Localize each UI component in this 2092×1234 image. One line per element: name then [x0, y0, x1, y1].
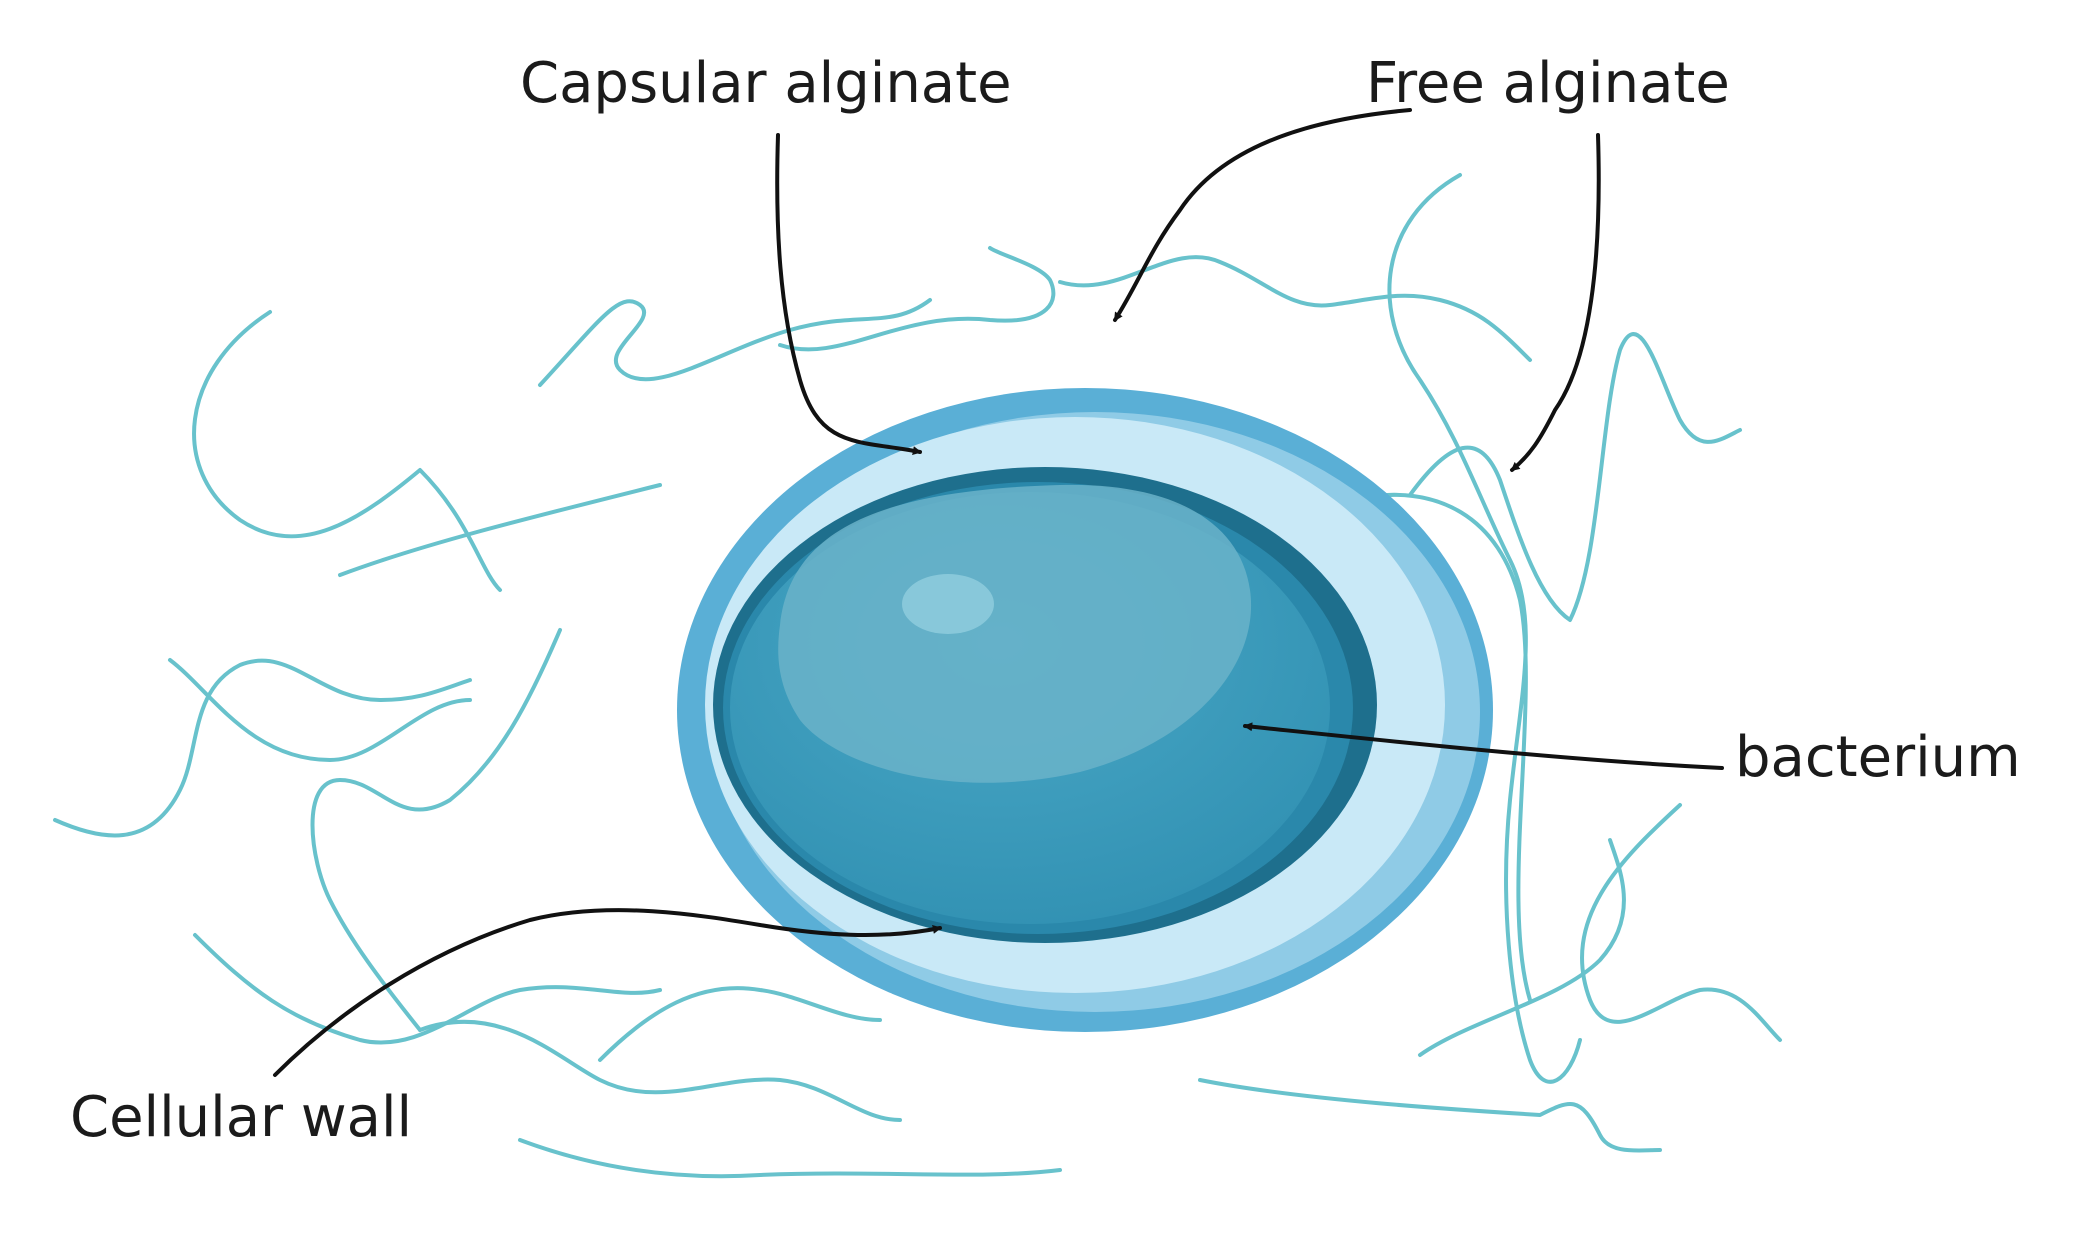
free-alginate-fibers	[53, 173, 1782, 1179]
bacterium-highlight	[778, 484, 1252, 783]
cellular-wall-label: Cellular wall	[70, 1085, 413, 1150]
alginate-fiber	[1418, 838, 1626, 1057]
alginate-fiber	[192, 310, 502, 592]
capsular-alginate-label: Capsular alginate	[520, 51, 1012, 116]
alginate-fiber	[1198, 1078, 1662, 1153]
alginate-fiber	[598, 986, 882, 1062]
alginate-fiber	[53, 658, 472, 838]
alginate-fiber	[1408, 332, 1742, 622]
alginate-fiber	[193, 933, 662, 1045]
alginate-fiber	[778, 246, 1056, 352]
annotation-arrows	[273, 108, 1724, 1077]
bacterium-arrow	[1243, 722, 1724, 770]
free-alginate-arrow-right	[1510, 133, 1601, 472]
alginate-fiber	[1580, 803, 1782, 1042]
capsular-alginate-arrow	[775, 133, 922, 456]
free-alginate-arrow-left	[1113, 108, 1412, 322]
alginate-fiber	[168, 658, 472, 762]
free-alginate-label: Free alginate	[1366, 51, 1730, 116]
alginate-fiber	[418, 1019, 902, 1122]
alginate-fiber	[338, 483, 662, 577]
alginate-fiber	[538, 298, 932, 387]
bacterial-cell	[677, 388, 1493, 1032]
bacterium-shine-spot	[902, 574, 994, 634]
alginate-fiber	[1058, 255, 1532, 362]
cellular-wall-arrow	[273, 908, 942, 1077]
alginate-fiber	[518, 1138, 1062, 1179]
alginate-fiber	[1348, 492, 1532, 1002]
bacterium-label: bacterium	[1735, 725, 2021, 790]
alginate-fiber	[310, 628, 562, 1032]
